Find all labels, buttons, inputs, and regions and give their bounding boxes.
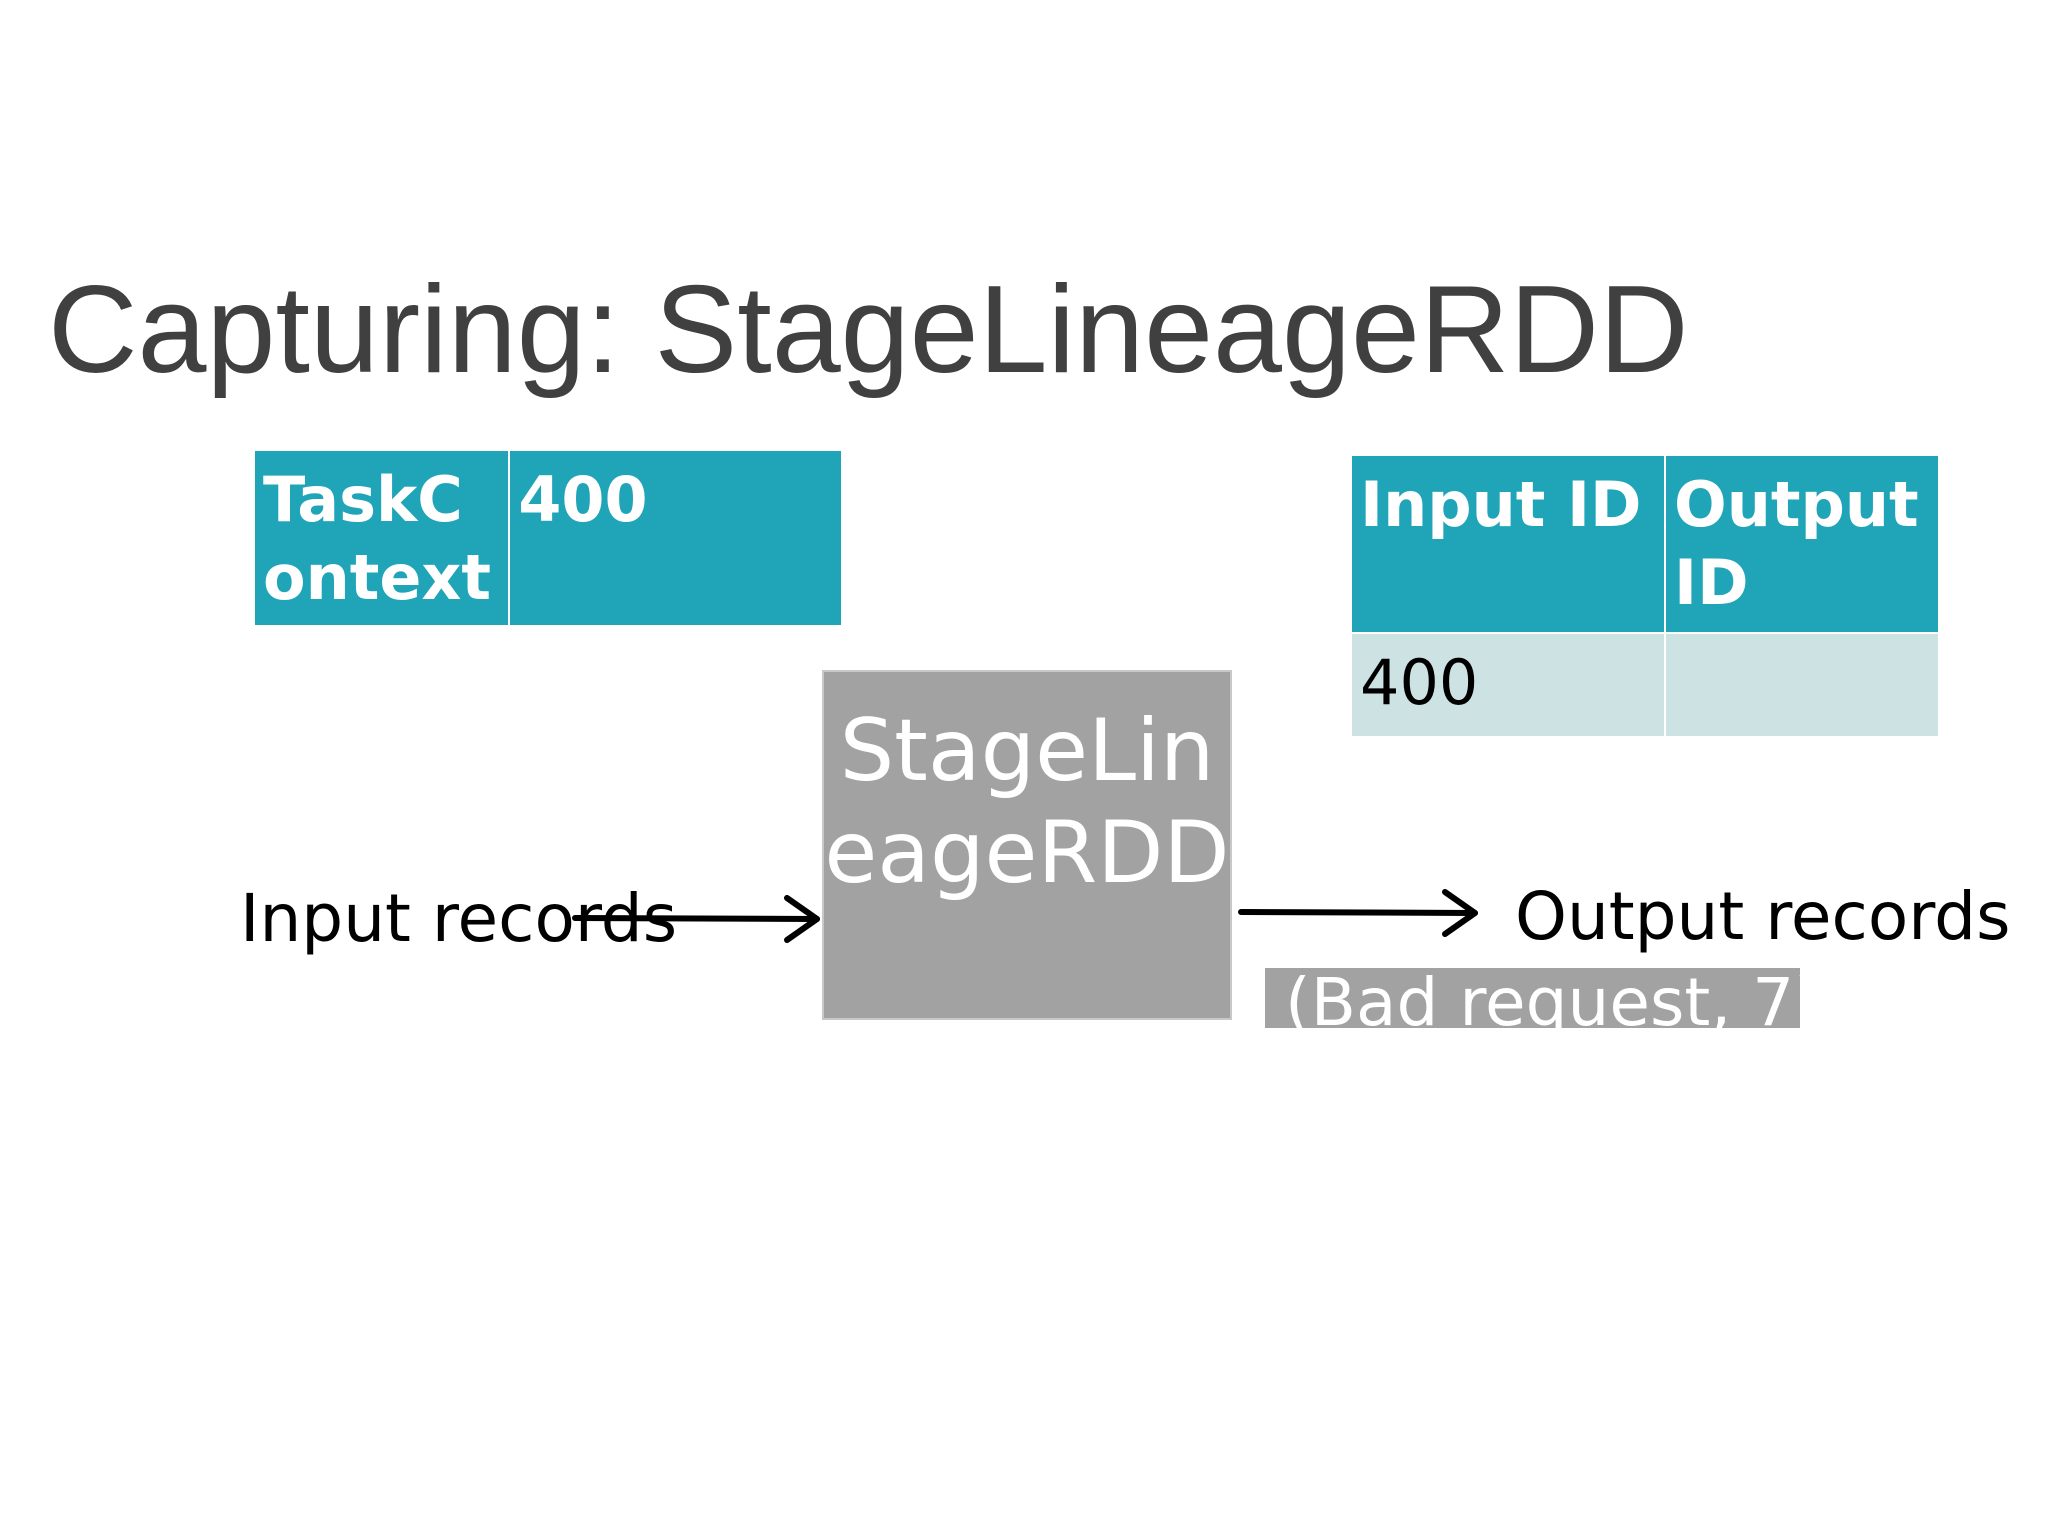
lineage-id-table: Input ID Output ID 400 (1350, 454, 1940, 738)
slide-title: Capturing: StageLineageRDD (48, 261, 1689, 399)
output-record-tuple: (Bad request, 7) (1265, 968, 1800, 1028)
table-row: 400 (1350, 632, 1940, 738)
input-records-label: Input records (240, 880, 678, 957)
output-id-header: Output ID (1664, 454, 1940, 634)
task-context-table: TaskContext 400 (252, 449, 843, 627)
task-context-label-cell: TaskContext (252, 449, 511, 627)
table-row: TaskContext 400 (252, 449, 843, 627)
table-header-row: Input ID Output ID (1350, 454, 1940, 634)
stage-box-label: StageLineageRDD (824, 701, 1230, 903)
output-records-label: Output records (1515, 878, 2011, 955)
stage-lineage-rdd-box: StageLineageRDD (822, 670, 1232, 1020)
task-context-value-cell: 400 (508, 449, 843, 627)
output-id-cell (1664, 632, 1940, 738)
input-id-cell: 400 (1350, 632, 1666, 738)
output-arrow (1238, 889, 1478, 937)
input-id-header: Input ID (1350, 454, 1666, 634)
